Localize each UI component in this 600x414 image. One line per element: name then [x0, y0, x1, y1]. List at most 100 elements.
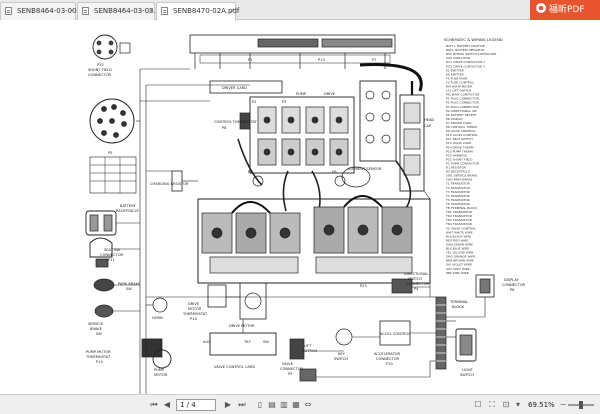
label-p10: P10 — [386, 362, 393, 366]
label-p4: P4 — [414, 287, 419, 291]
legend-row: TR4 TRANSISTOR — [445, 222, 472, 226]
legend-row: DC1 DRIVE CONTACTOR 1 — [446, 60, 485, 64]
lift-button: LIFT BUTTON — [289, 338, 317, 360]
label-sw: SW — [126, 287, 132, 291]
legend-row: TR2 TRANSISTOR — [445, 214, 472, 218]
last-page-icon[interactable]: ⏭ — [238, 400, 246, 409]
seat-switch: SEAT SW CONNECTOR P11 — [89, 237, 124, 268]
single-page-view-icon[interactable]: ▯ — [257, 400, 263, 409]
label-p7: P7 — [372, 58, 376, 62]
main-contactor-column: HEAD CAP — [359, 63, 434, 212]
label-directional: DIRECTIONAL — [404, 272, 428, 276]
label-p23: P23 — [360, 284, 367, 288]
label-motor-2: MOTOR — [188, 307, 202, 311]
label-light: LIGHT — [462, 368, 474, 372]
label-current-sensor: CURRENT SENSOR — [348, 167, 382, 171]
accelerator-connector: ACCELERATOR CONNECTOR P10 ACCEL CONTROL — [374, 320, 411, 366]
close-icon[interactable]: ✕ — [148, 7, 154, 15]
label-valve-control-card: VALVE CONTROL CARD — [214, 365, 255, 369]
legend-row: T4 TRANSISTOR — [445, 194, 470, 198]
zoom-level[interactable]: 69.51% — [528, 401, 555, 409]
label-pump-motor: PUMP MOTOR — [86, 350, 111, 354]
label-switch-3: SWITCH — [460, 373, 474, 377]
label-connector-2: CONNECTOR — [100, 253, 124, 257]
label-connector-3: CONNECTOR — [406, 282, 430, 286]
label-connector-6: CONNECTOR — [280, 367, 304, 371]
label-valve: VALVE — [282, 362, 294, 366]
label-motor: MOTOR — [154, 373, 168, 377]
legend-row: VC VALVE CONTROL — [446, 226, 476, 230]
label-p14: P14 — [190, 317, 197, 321]
label-battery: BATTERY — [120, 204, 137, 208]
legend-row: BLK BLACK WIRE — [446, 234, 471, 238]
zoom-slider[interactable] — [568, 401, 594, 409]
legend-row: VIO VIOLET WIRE — [446, 263, 472, 267]
label-accel-control: ACCEL CONTROL — [380, 332, 410, 336]
legend-row: F2 FUSE CONTROL — [446, 80, 474, 84]
service-brake-switch: SERVICE BRAKE SW — [88, 304, 114, 336]
legend-row: P15 PUMP THERM — [446, 149, 473, 153]
legend-row: E6 EMITTER — [446, 72, 464, 76]
document-viewport[interactable]: P1 P13 P7 P32 SHUNT FIELD CONNECTOR P5 B… — [0, 21, 600, 394]
legend-row: DC2 DRIVE CONTACTOR 2 — [446, 64, 485, 68]
close-icon[interactable]: ✕ — [69, 7, 75, 15]
label-e6: E6 — [332, 170, 337, 174]
label-p2: P2 — [252, 100, 256, 104]
legend-row: E1 EMITTER — [446, 68, 464, 72]
legend-row: P32 SHUNT FIELD — [446, 157, 473, 161]
label-switch-2: SWITCH — [334, 357, 348, 361]
label-p11: P11 — [108, 258, 115, 262]
legend-title: SCHEMATIC & WIRING LEGEND — [444, 37, 503, 42]
legend-row: CAP CAPACITOR — [446, 56, 470, 60]
label-drive: DRIVE — [188, 302, 200, 306]
legend-row: BATT+ BATTERY POSITIVE — [446, 44, 485, 48]
tab-label: SENB8464-03-00.pdf — [17, 7, 91, 15]
legend-row: T3 TRANSISTOR — [445, 190, 470, 194]
label-receptacle: RECEPTACLE — [116, 209, 140, 213]
legend-row: PC PUMP CONTACTOR — [446, 161, 479, 165]
zoom-out-icon[interactable]: − — [559, 400, 567, 409]
tab-senb8464-03-03[interactable]: SENB8464-03-03.pdf ✕ — [77, 2, 167, 20]
controller-panel — [237, 96, 355, 216]
fit-width-icon[interactable]: ⇔ — [304, 400, 312, 409]
first-page-icon[interactable]: ⏮ — [150, 400, 158, 409]
zoom-dropdown-icon[interactable]: ▾ — [515, 400, 520, 409]
wiring-harness — [112, 68, 486, 394]
label-drive-motor: DRIVE MOTOR — [229, 324, 255, 328]
legend-row: P11 SEAT SWITCH — [446, 137, 473, 141]
label-accelerator: ACCELERATOR — [374, 352, 401, 356]
close-icon[interactable]: ✕ — [229, 7, 235, 15]
label-thermostat: THERMOSTAT — [85, 355, 111, 359]
fullscreen-icon[interactable]: ⛶ — [489, 400, 495, 409]
label-control-thermostat: CONTROL THERMOSTAT — [214, 120, 258, 124]
legend-row: GRN GREEN WIRE — [446, 242, 473, 246]
tab-senb8470-02a[interactable]: SENB8470-02A.pdf ✕ — [156, 2, 239, 21]
tab-senb8464-03-00[interactable]: SENB8464-03-00.pdf ✕ — [0, 2, 90, 20]
prev-page-icon[interactable]: ◀ — [163, 400, 171, 409]
page-number-input[interactable]: 1 / 4 — [176, 399, 216, 411]
tab-label: SENB8464-03-03.pdf — [94, 7, 168, 15]
p5-battery-connector: P5 — [89, 98, 137, 194]
legend-row: ORG ORANGE WIRE — [446, 255, 475, 259]
legend-row: P23 HARNESS — [446, 153, 467, 157]
brand-button[interactable]: 福昕PDF — [530, 0, 600, 20]
label-horn: HORN — [152, 316, 163, 320]
next-page-icon[interactable]: ▶ — [224, 400, 232, 409]
pdf-file-icon — [161, 7, 168, 15]
label-shunt-field: SHUNT FIELD — [88, 68, 112, 72]
foxit-logo-icon — [536, 3, 546, 13]
read-mode-icon[interactable]: ☐ — [474, 400, 482, 409]
fit-page-icon[interactable]: ⊡ — [502, 400, 510, 409]
continuous-facing-view-icon[interactable]: ▦ — [292, 400, 300, 409]
zoom-slider-thumb[interactable] — [579, 401, 583, 409]
facing-view-icon[interactable]: ▥ — [280, 400, 288, 409]
power-module-block — [197, 195, 431, 284]
continuous-view-icon[interactable]: ▤ — [268, 400, 276, 409]
label-connector-4: CONNECTOR — [502, 283, 526, 287]
legend-row: SW2 PARK BRAKE — [446, 178, 472, 182]
label-pump-section: PUMP — [296, 92, 307, 96]
label-p5: P5 — [108, 151, 112, 155]
terminal-block: TERMINAL BLOCK — [435, 296, 468, 370]
legend-row: P6 DISPLAY — [446, 117, 463, 121]
